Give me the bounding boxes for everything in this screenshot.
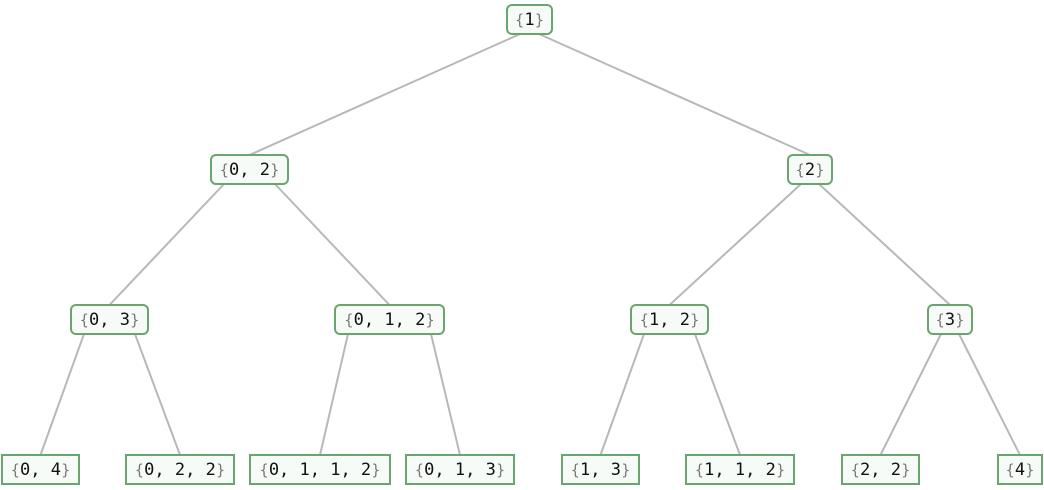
close-brace: }: [129, 311, 140, 329]
tree-edge: [319, 333, 349, 456]
open-brace: {: [795, 161, 805, 179]
tree-leaf-4: {0, 1, 3}: [405, 454, 515, 485]
node-label: 2: [804, 160, 816, 180]
open-brace: {: [570, 461, 581, 479]
tree-edge: [538, 33, 811, 156]
open-brace: {: [639, 311, 650, 329]
tree-edge: [879, 333, 942, 456]
close-brace: }: [425, 311, 435, 329]
node-label: 0, 1, 2: [353, 310, 426, 330]
close-brace: }: [215, 461, 226, 479]
tree-node-level2-c: {1, 2}: [630, 304, 709, 335]
close-brace: }: [371, 461, 381, 479]
tree-node-level2-a: {0, 3}: [70, 304, 149, 335]
close-brace: }: [815, 161, 825, 179]
close-brace: }: [60, 461, 71, 479]
node-label: 2, 2: [860, 460, 901, 480]
node-label: 1, 3: [580, 460, 621, 480]
tree-edge: [39, 333, 85, 456]
tree-leaf-8: {4}: [997, 454, 1043, 485]
tree-leaf-1: {0, 4}: [1, 454, 80, 485]
close-brace: }: [620, 461, 631, 479]
close-brace: }: [1025, 461, 1035, 479]
open-brace: {: [694, 461, 705, 479]
node-label: 0, 2, 2: [144, 460, 216, 480]
close-brace: }: [269, 161, 280, 179]
tree-edge: [599, 333, 645, 456]
node-label: 0, 3: [89, 310, 130, 330]
tree-edge: [108, 183, 225, 306]
open-brace: {: [219, 161, 230, 179]
open-brace: {: [259, 461, 269, 479]
close-brace: }: [900, 461, 911, 479]
close-brace: }: [495, 461, 506, 479]
node-label: 0, 4: [20, 460, 61, 480]
node-label: 1, 1, 2: [704, 460, 776, 480]
open-brace: {: [79, 311, 90, 329]
tree-edge: [274, 183, 391, 306]
tree-edge: [958, 333, 1021, 456]
tree-edge: [694, 333, 741, 456]
close-brace: }: [955, 311, 965, 329]
tree-edge: [249, 33, 521, 156]
open-brace: {: [414, 461, 425, 479]
node-label: 0, 1, 3: [424, 460, 496, 480]
node-label: 1: [524, 10, 535, 30]
node-label: 1, 2: [649, 310, 690, 330]
open-brace: {: [514, 11, 525, 29]
tree-leaf-6: {1, 1, 2}: [685, 454, 795, 485]
node-label: 0, 1, 1, 2: [268, 460, 372, 480]
tree-node-level1-right: {2}: [787, 154, 833, 185]
tree-node-level2-d: {3}: [927, 304, 973, 335]
close-brace: }: [775, 461, 786, 479]
open-brace: {: [10, 461, 21, 479]
tree-leaf-5: {1, 3}: [561, 454, 640, 485]
node-label: 4: [1014, 460, 1026, 480]
tree-leaf-2: {0, 2, 2}: [125, 454, 235, 485]
open-brace: {: [344, 311, 354, 329]
node-label: 0, 2: [229, 160, 270, 180]
open-brace: {: [935, 311, 945, 329]
tree-node-level2-b: {0, 1, 2}: [334, 304, 445, 335]
tree-node-level1-left: {0, 2}: [210, 154, 289, 185]
tree-node-root: {1}: [506, 4, 553, 35]
tree-edge: [818, 183, 951, 306]
open-brace: {: [850, 461, 861, 479]
node-label: 3: [944, 310, 956, 330]
tree-edge: [668, 183, 802, 306]
tree-edge: [430, 333, 461, 456]
close-brace: }: [534, 11, 545, 29]
tree-edge: [134, 333, 181, 456]
close-brace: }: [689, 311, 700, 329]
open-brace: {: [1005, 461, 1015, 479]
open-brace: {: [134, 461, 145, 479]
tree-leaf-7: {2, 2}: [841, 454, 920, 485]
tree-leaf-3: {0, 1, 1, 2}: [249, 454, 391, 485]
